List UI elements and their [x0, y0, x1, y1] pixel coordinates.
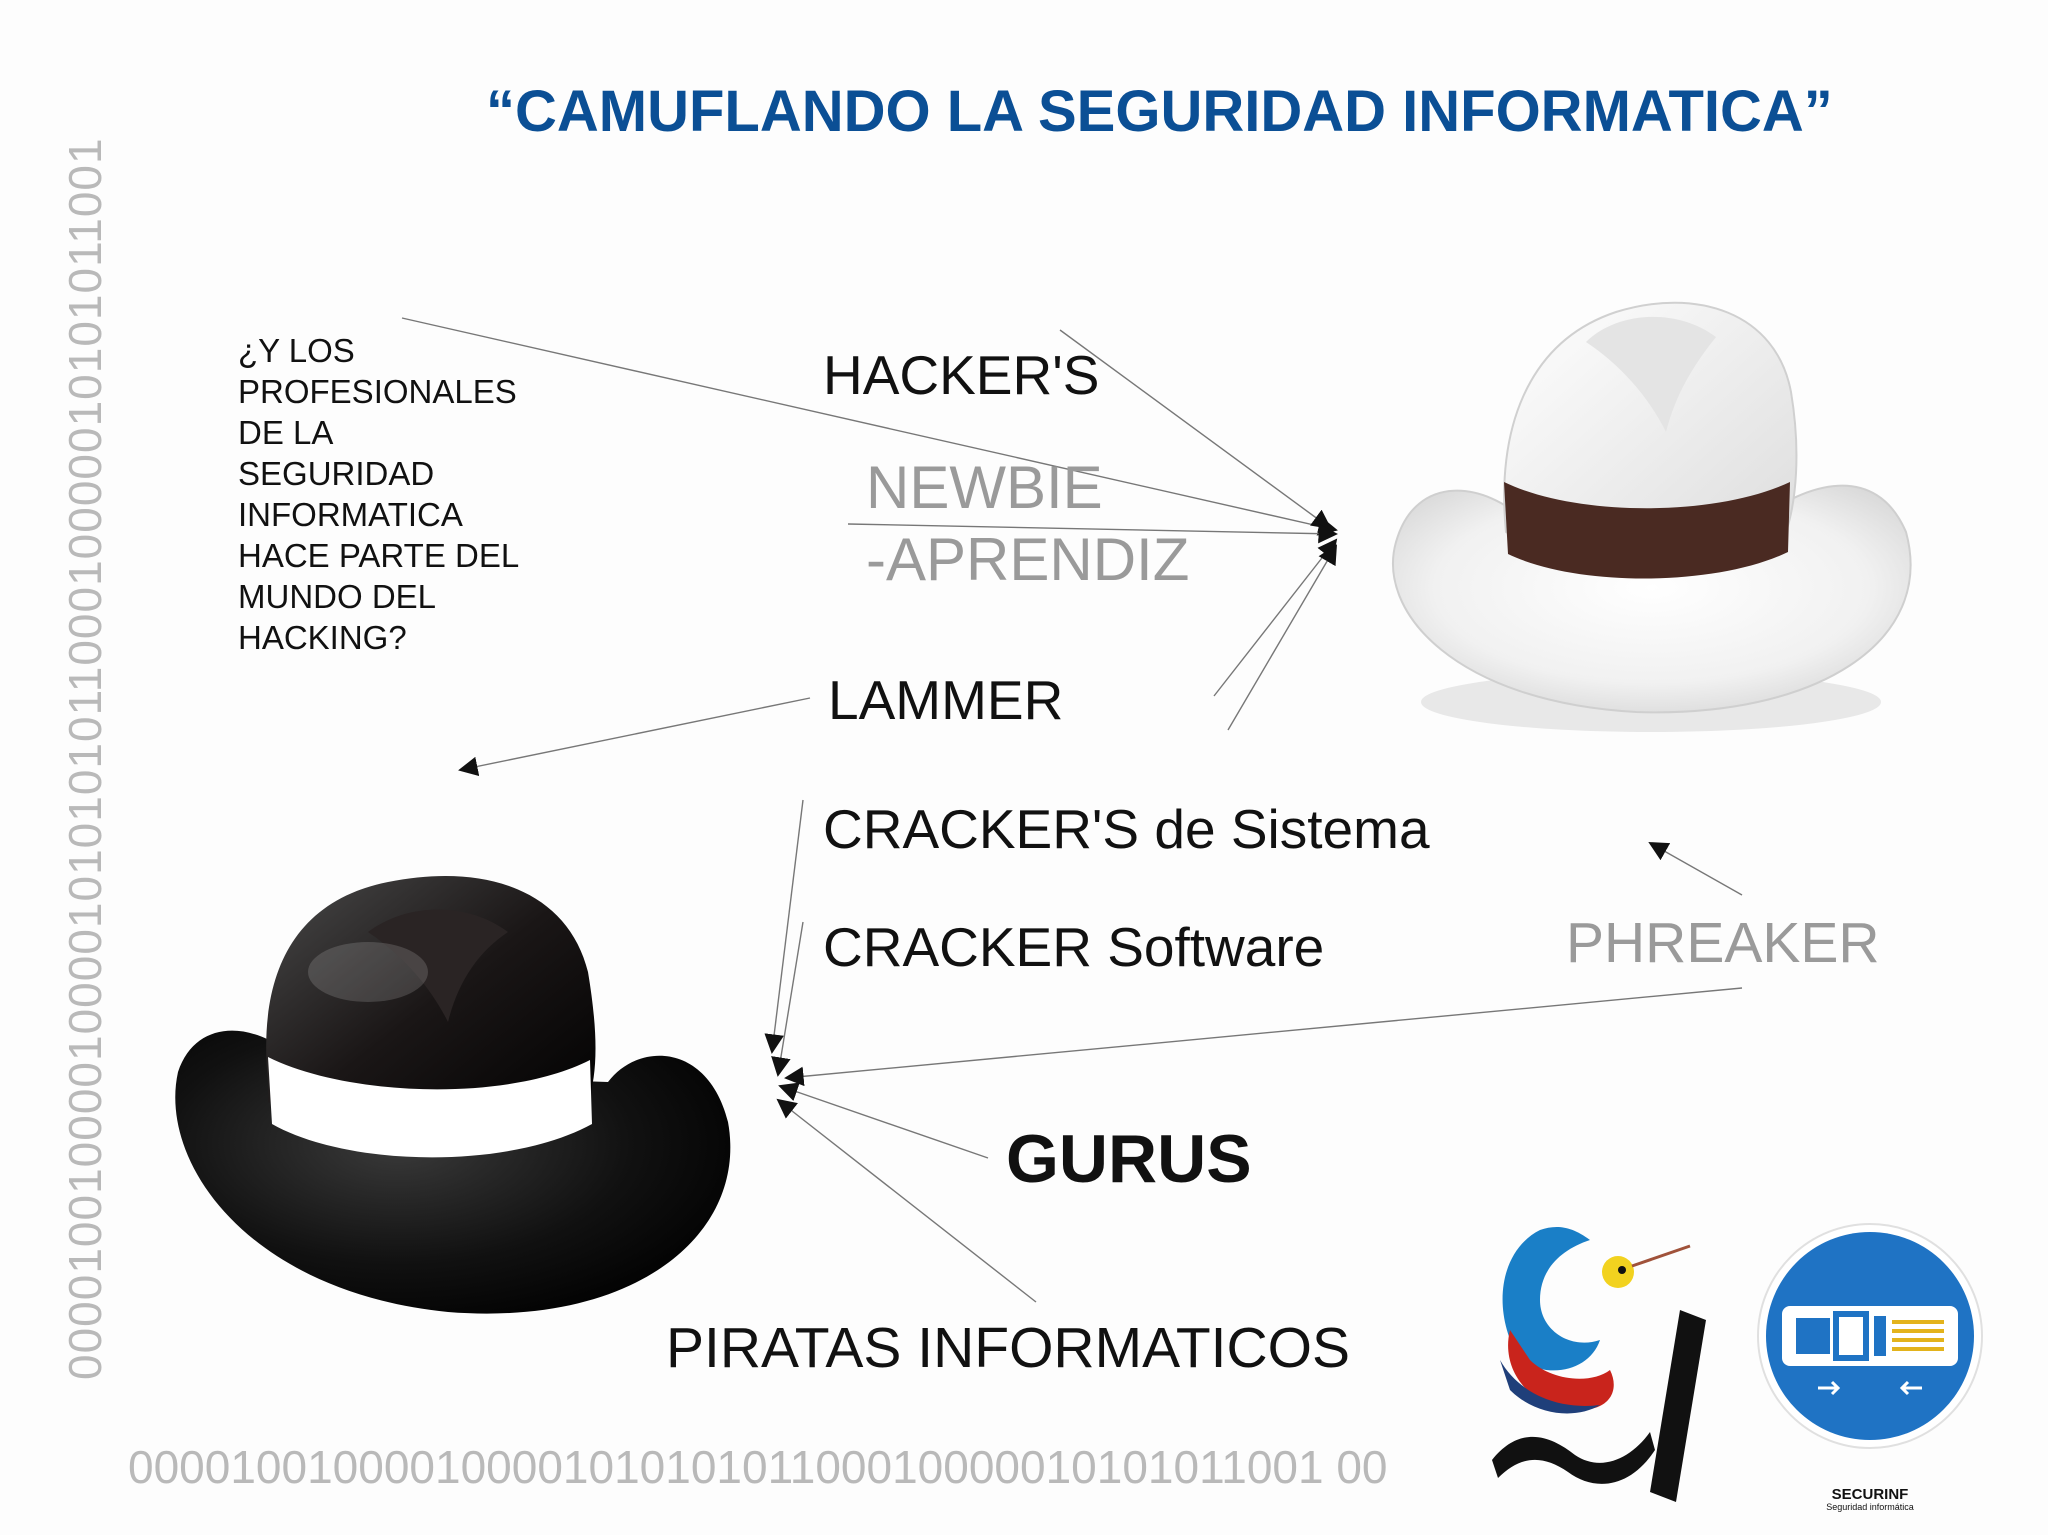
institution-logo: [1492, 1227, 1706, 1502]
term-cracker-sistema: CRACKER'S de Sistema: [823, 798, 1430, 860]
arrow-cracker-sw-to-black-hat: [771, 921, 804, 1077]
term-newbie-aprendiz: NEWBIE -APRENDIZ: [866, 454, 1190, 593]
term-cracker-software: CRACKER Software: [823, 916, 1325, 978]
black-hat-image: [175, 876, 731, 1314]
arrow-lammer-line-b-to-white-hat: [1227, 544, 1337, 731]
arrow-question-to-white-hat: [401, 317, 1338, 536]
term-gurus: GURUS: [1006, 1121, 1252, 1197]
binary-bottom-text: 0000100100001000010101010110001000001010…: [128, 1441, 1388, 1493]
arrow-phreaker-to-black-hat: [784, 987, 1743, 1087]
arrow-piratas-to-black-hat: [776, 1098, 1037, 1303]
slide-title: “CAMUFLANDO LA SEGURIDAD INFORMATICA”: [486, 79, 1833, 144]
arrow-lammer-line-a-to-white-hat: [1213, 538, 1338, 697]
term-piratas-informaticos: PIRATAS INFORMATICOS: [666, 1316, 1351, 1380]
arrow-lammer-to-black-hat: [458, 697, 811, 777]
question-text: ¿Y LOS PROFESIONALES DE LA SEGURIDAD INF…: [238, 332, 520, 656]
term-lammer: LAMMER: [828, 669, 1064, 731]
term-hackers: HACKER'S: [823, 344, 1100, 406]
arrow-cracker-sys-to-black-hat: [764, 799, 804, 1054]
securinf-subtitle: Seguridad informática: [1826, 1502, 1914, 1512]
securinf-logo: [1757, 1223, 1983, 1449]
term-phreaker: PHREAKER: [1566, 911, 1880, 975]
arrow-hackers-to-white-hat: [1059, 329, 1332, 530]
securinf-name: SECURINF: [1831, 1486, 1909, 1503]
arrow-gurus-to-black-hat: [778, 1082, 989, 1159]
arrow-newbie-to-white-hat: [847, 523, 1338, 544]
white-hat-image: [1392, 301, 1912, 732]
arrow-phreaker-to-white-hat: [1648, 842, 1743, 896]
